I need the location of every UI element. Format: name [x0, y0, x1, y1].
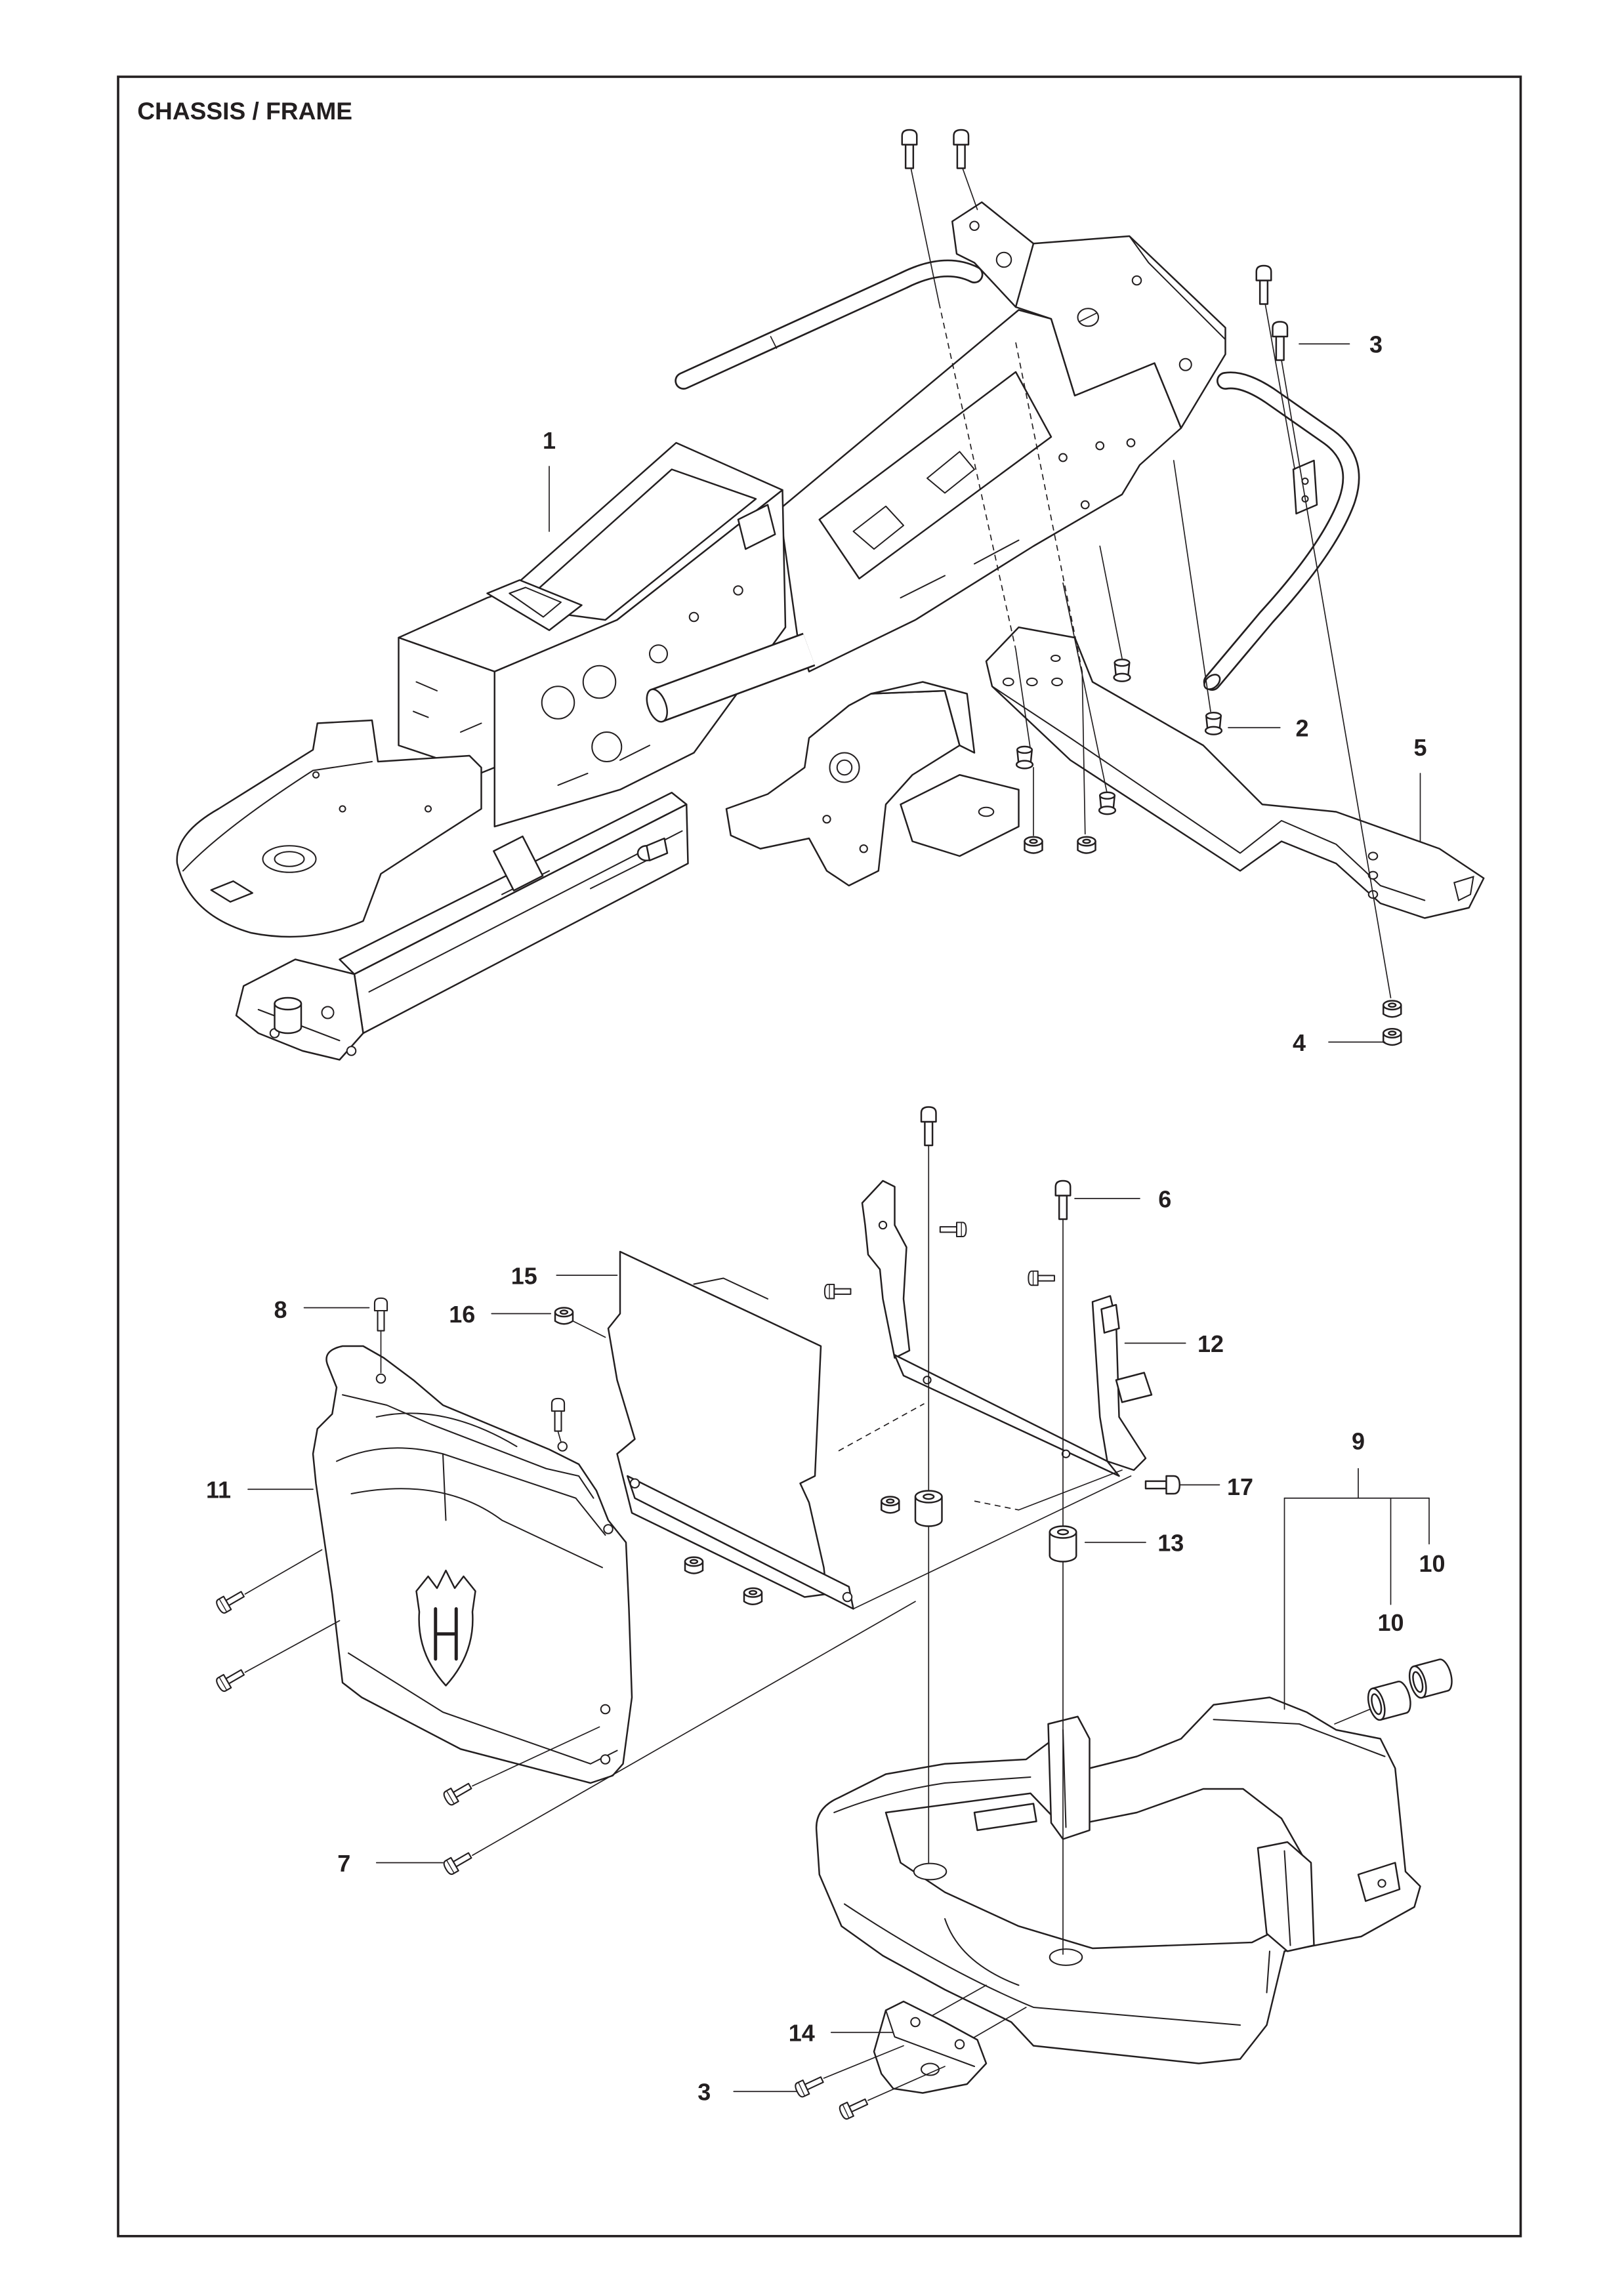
bracket-bolts-and-spacers — [914, 1106, 1077, 1955]
bolt — [1054, 1179, 1072, 1220]
nut — [1098, 791, 1117, 815]
frame-cross-tube — [646, 632, 816, 723]
front-bracket — [985, 626, 1485, 919]
bushing — [1367, 1681, 1411, 1721]
bracket-screw — [1028, 1270, 1055, 1286]
bracket-screw — [939, 1221, 967, 1238]
page-title: CHASSIS / FRAME — [137, 97, 352, 125]
callout-10-left: 10 — [1377, 1609, 1404, 1636]
handle-tube — [675, 259, 984, 390]
bolt — [837, 2094, 871, 2122]
upper-fastener-lines — [910, 167, 1392, 998]
callout-5: 5 — [1413, 734, 1426, 761]
nut — [554, 1307, 574, 1325]
battery-cover — [312, 1345, 633, 1784]
bolt — [901, 129, 918, 169]
nut — [743, 1587, 763, 1605]
callout-7: 7 — [337, 1850, 350, 1877]
callout-11: 11 — [206, 1477, 231, 1504]
callout-17: 17 — [1227, 1473, 1253, 1500]
nut — [881, 1496, 900, 1514]
screw — [214, 1587, 247, 1616]
spacer — [1049, 1525, 1077, 1563]
shield-plate — [607, 1250, 854, 1610]
bracket-bolts — [793, 2045, 946, 2122]
callout-13: 13 — [1157, 1530, 1184, 1557]
nut — [1383, 1028, 1402, 1046]
bolt — [793, 2072, 826, 2099]
upper-assembly — [176, 129, 1485, 1061]
callout-16: 16 — [449, 1301, 475, 1328]
husqvarna-logo-icon — [415, 1569, 476, 1687]
chassis-frame — [176, 201, 1226, 1061]
bolt — [1255, 264, 1272, 305]
frame-rear-plate — [176, 719, 482, 938]
callout-leaders — [247, 343, 1430, 2093]
callout-1: 1 — [543, 427, 556, 454]
bolt — [953, 129, 970, 169]
bracket-screw — [823, 1283, 852, 1300]
callout-3-bottom: 3 — [697, 2079, 711, 2106]
plate-nuts — [554, 1307, 900, 1605]
screw — [441, 1848, 474, 1877]
base-tray — [815, 1696, 1421, 2064]
screw — [373, 1297, 388, 1332]
bolt — [1272, 321, 1289, 361]
spacer — [914, 1490, 943, 1527]
nut — [1077, 836, 1096, 854]
callout-15: 15 — [511, 1262, 537, 1289]
screw — [441, 1778, 474, 1807]
callout-9: 9 — [1352, 1427, 1365, 1454]
callout-6: 6 — [1158, 1185, 1171, 1212]
callout-8: 8 — [274, 1296, 287, 1323]
callout-12: 12 — [1197, 1330, 1224, 1357]
callout-4: 4 — [1293, 1029, 1306, 1056]
hitch-bracket — [873, 1984, 1027, 2094]
nut — [1113, 659, 1131, 682]
screw — [214, 1665, 247, 1694]
bolt — [920, 1106, 937, 1147]
bushing — [1408, 1658, 1453, 1699]
nut — [1383, 1000, 1402, 1018]
side-screws — [214, 1549, 916, 1877]
nut — [1015, 745, 1034, 769]
screw — [551, 1397, 566, 1432]
nut — [1204, 712, 1223, 735]
nut — [684, 1556, 704, 1574]
page-border — [117, 75, 1522, 2238]
side-bolt — [1144, 1475, 1180, 1495]
callout-numbers: 1 3 2 5 4 6 15 8 16 12 11 9 17 13 10 10 … — [206, 331, 1446, 2106]
callout-3-top: 3 — [1369, 331, 1383, 358]
frame-rear-bracket — [725, 689, 961, 887]
lower-assembly — [214, 1106, 1453, 2122]
callout-14: 14 — [789, 2020, 815, 2047]
callout-10-right: 10 — [1419, 1550, 1445, 1577]
nut — [1024, 836, 1043, 854]
callout-2: 2 — [1295, 715, 1308, 742]
bushings — [1334, 1658, 1453, 1725]
mounting-bracket — [823, 1179, 1153, 1610]
front-bumper-tube — [1203, 371, 1360, 691]
cover-screws — [373, 1297, 566, 1443]
